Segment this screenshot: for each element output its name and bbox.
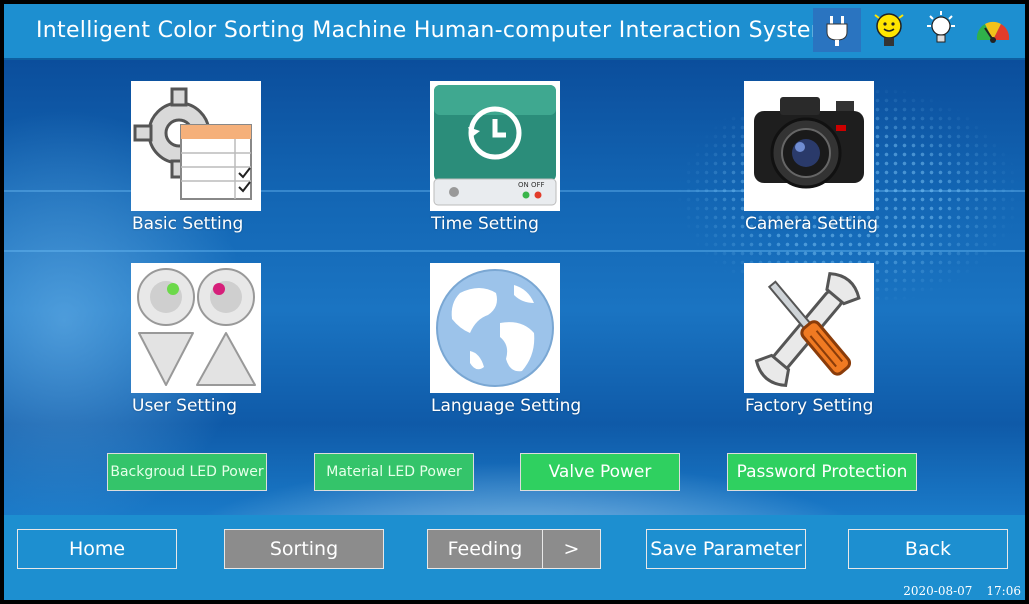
gauge-icon bbox=[969, 8, 1017, 52]
bottom-nav-bar: Home Sorting Feeding > Save Parameter Ba… bbox=[4, 515, 1025, 600]
date-text: 2020-08-07 bbox=[903, 584, 973, 598]
settings-panel: Basic Setting ON OFF Time Setting bbox=[4, 60, 1025, 515]
sorting-button[interactable]: Sorting bbox=[224, 529, 384, 569]
on-off-text: ON OFF bbox=[518, 181, 545, 189]
time-setting-label: Time Setting bbox=[431, 214, 539, 234]
time-text: 17:06 bbox=[986, 584, 1021, 598]
back-button[interactable]: Back bbox=[848, 529, 1008, 569]
tools-icon bbox=[754, 272, 861, 387]
gear-table-icon bbox=[133, 87, 252, 200]
basic-setting-button[interactable] bbox=[131, 81, 261, 211]
valve-power-button[interactable]: Valve Power bbox=[520, 453, 680, 491]
factory-setting-label: Factory Setting bbox=[745, 396, 874, 416]
clock-device-icon: ON OFF bbox=[433, 85, 557, 206]
home-button[interactable]: Home bbox=[17, 529, 177, 569]
datetime-display: 2020-08-07 17:06 bbox=[903, 584, 1021, 598]
globe-icon bbox=[436, 269, 554, 387]
status-icons bbox=[813, 8, 1017, 52]
app-title: Intelligent Color Sorting Machine Human-… bbox=[36, 18, 833, 43]
light-icon bbox=[917, 8, 965, 52]
camera-icon bbox=[754, 97, 864, 189]
save-parameter-button[interactable]: Save Parameter bbox=[646, 529, 806, 569]
lightbulb-face-icon bbox=[865, 8, 913, 52]
user-setting-label: User Setting bbox=[132, 396, 238, 416]
basic-setting-label: Basic Setting bbox=[132, 214, 244, 234]
password-protection-button[interactable]: Password Protection bbox=[727, 453, 917, 491]
decorative-stripe bbox=[4, 250, 1025, 252]
feeding-button[interactable]: Feeding bbox=[428, 530, 543, 568]
user-buttons-icon bbox=[137, 268, 256, 386]
camera-setting-button[interactable] bbox=[744, 81, 874, 211]
next-button[interactable]: > bbox=[563, 538, 580, 560]
language-setting-button[interactable] bbox=[430, 263, 560, 393]
camera-setting-label: Camera Setting bbox=[745, 214, 878, 234]
time-setting-button[interactable]: ON OFF bbox=[430, 81, 560, 211]
plug-icon bbox=[813, 8, 861, 52]
feeding-button-group: Feeding > bbox=[427, 529, 601, 569]
background-led-power-button[interactable]: Backgroud LED Power bbox=[107, 453, 267, 491]
title-bar: Intelligent Color Sorting Machine Human-… bbox=[4, 4, 1025, 60]
language-setting-label: Language Setting bbox=[431, 396, 582, 416]
material-led-power-button[interactable]: Material LED Power bbox=[314, 453, 474, 491]
factory-setting-button[interactable] bbox=[744, 263, 874, 393]
user-setting-button[interactable] bbox=[131, 263, 261, 393]
